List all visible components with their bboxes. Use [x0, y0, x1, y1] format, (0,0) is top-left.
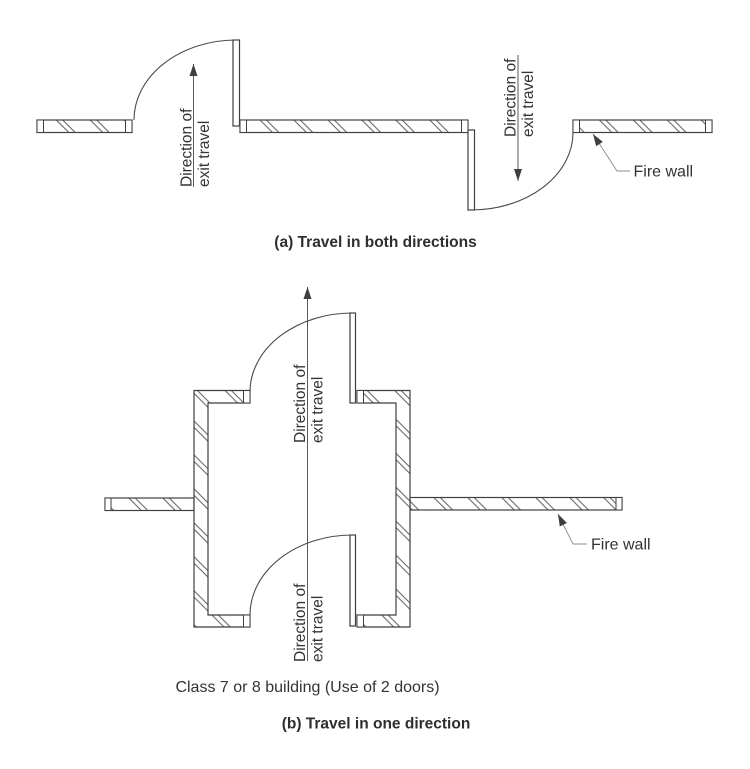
- direction-label-right: Direction of exit travel: [503, 58, 538, 137]
- fire-wall-segment-left: [36, 119, 133, 134]
- vestibule-left-wall: [193, 389, 251, 628]
- door-swing-arc-bottom: [249, 534, 353, 616]
- wall-end-cap: [239, 119, 247, 133]
- fire-wall-stub-right: [409, 496, 623, 511]
- wall-end-cap: [461, 119, 469, 133]
- wall-end-cap: [125, 119, 133, 133]
- wall-end-cap: [243, 390, 251, 404]
- direction-label-line1: Direction of: [292, 583, 309, 662]
- diagram-b: Direction of exit travel Direction of ex…: [104, 287, 651, 733]
- wall-end-cap: [243, 614, 251, 628]
- direction-label-line2: exit travel: [310, 596, 327, 662]
- direction-label-line2: exit travel: [196, 121, 213, 187]
- wall-end-cap: [104, 497, 112, 511]
- direction-label-line2: exit travel: [310, 377, 327, 443]
- caption-b: (b) Travel in one direction: [282, 716, 471, 733]
- vestibule-right-wall: [356, 389, 411, 628]
- diagram-a: Direction of exit travel Direction of ex…: [36, 39, 713, 251]
- door-leaf-bottom: [349, 534, 357, 627]
- door-leaf-right: [467, 129, 476, 211]
- wall-end-cap: [705, 119, 713, 133]
- direction-label-line2: exit travel: [520, 71, 537, 137]
- door-leaf-top: [349, 312, 357, 404]
- direction-label-line1: Direction of: [179, 108, 196, 187]
- fire-wall-leader-arrow-icon: [557, 513, 587, 545]
- direction-label-top: Direction of exit travel: [292, 364, 327, 443]
- direction-label-line1: Direction of: [292, 364, 309, 443]
- fire-wall-label: Fire wall: [634, 164, 694, 181]
- fire-wall-segment-middle: [239, 119, 469, 134]
- direction-label-bottom: Direction of exit travel: [292, 583, 327, 662]
- door-swing-arc-top: [249, 312, 353, 391]
- fire-wall-label: Fire wall: [591, 537, 651, 554]
- fire-wall-stub-left: [104, 497, 195, 512]
- wall-end-cap: [615, 497, 623, 511]
- door-swing-arc-left: [133, 39, 237, 121]
- wall-end-cap: [572, 119, 580, 133]
- wall-end-cap: [36, 119, 44, 133]
- wall-end-cap: [356, 614, 364, 628]
- fire-wall-leader-arrow-icon: [592, 133, 630, 172]
- fire-wall-segment-right: [572, 119, 713, 134]
- door-swing-arc-right: [470, 132, 574, 211]
- direction-label-left: Direction of exit travel: [179, 108, 214, 187]
- wall-end-cap: [356, 390, 364, 404]
- subcaption-b: Class 7 or 8 building (Use of 2 doors): [175, 679, 439, 696]
- direction-label-line1: Direction of: [503, 58, 520, 137]
- door-leaf-left: [232, 39, 241, 127]
- caption-a: (a) Travel in both directions: [274, 234, 476, 251]
